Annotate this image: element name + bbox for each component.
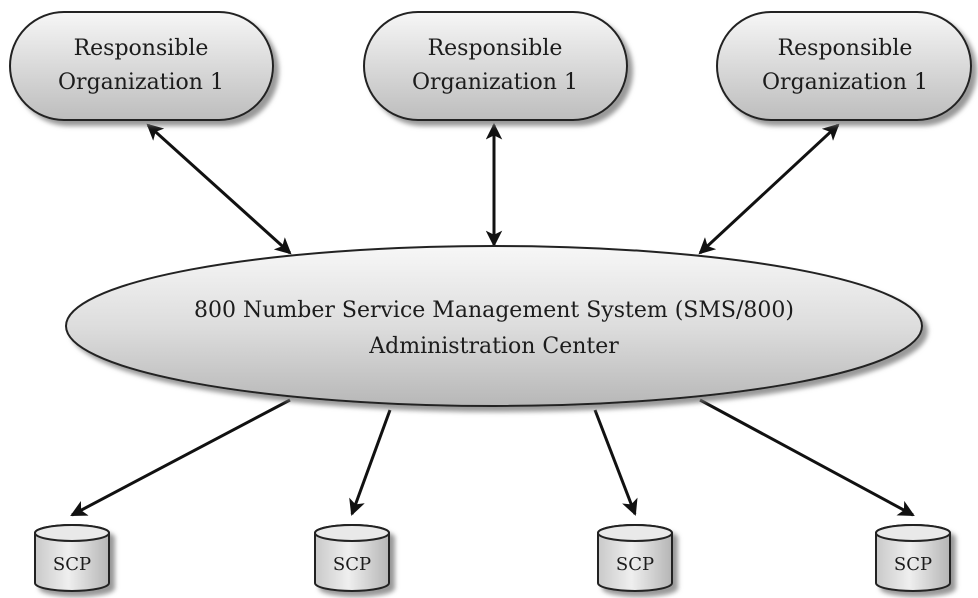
center-ellipse	[65, 245, 923, 407]
responsible-organization-2: Responsible Organization 1	[363, 11, 628, 121]
scp-1: SCP	[34, 524, 110, 592]
database-cylinder-top	[34, 524, 110, 542]
database-cylinder-top	[314, 524, 390, 542]
center-scp4-arrow	[699, 398, 915, 517]
org-box	[9, 11, 274, 121]
scp-3: SCP	[597, 524, 673, 592]
center-scp2-arrow	[349, 409, 392, 516]
org3-center-arrow	[698, 123, 840, 255]
org-box	[363, 11, 628, 121]
responsible-organization-3: Responsible Organization 1	[716, 11, 972, 121]
scp-4: SCP	[875, 524, 951, 592]
scp-label: SCP	[616, 554, 654, 575]
scp-label: SCP	[53, 554, 91, 575]
center-label-line1: 800 Number Service Management System (SM…	[194, 298, 794, 323]
scp-2: SCP	[314, 524, 390, 592]
database-cylinder-top	[597, 524, 673, 542]
scp-connectors	[70, 398, 915, 517]
org-label-line2: Organization 1	[58, 70, 224, 95]
responsible-organization-1: Responsible Organization 1	[9, 11, 274, 121]
org-label-line1: Responsible	[778, 36, 913, 61]
org-box	[716, 11, 972, 121]
org1-center-arrow	[146, 123, 292, 255]
database-cylinder-top	[875, 524, 951, 542]
scp-label: SCP	[333, 554, 371, 575]
sms800-administration-center: 800 Number Service Management System (SM…	[65, 245, 923, 407]
org-connectors	[146, 122, 840, 255]
center-label-line2: Administration Center	[368, 334, 619, 359]
org-label-line2: Organization 1	[762, 70, 928, 95]
org-label-line1: Responsible	[74, 36, 209, 61]
scp-label: SCP	[894, 554, 932, 575]
center-scp1-arrow	[70, 398, 291, 517]
org-label-line2: Organization 1	[412, 70, 578, 95]
org-label-line1: Responsible	[428, 36, 563, 61]
center-scp3-arrow	[593, 409, 638, 516]
